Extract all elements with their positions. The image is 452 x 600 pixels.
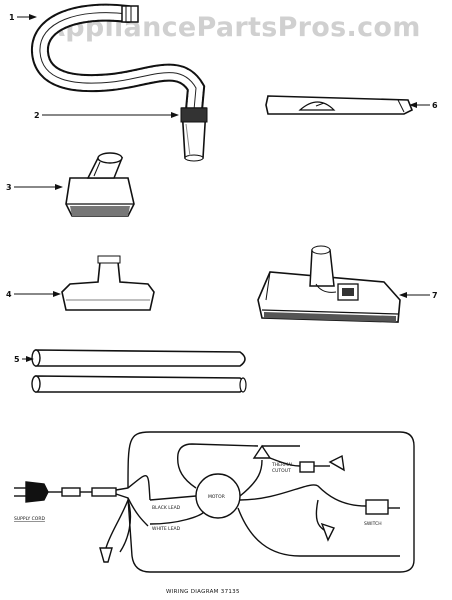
svg-text:4: 4 — [6, 290, 12, 299]
crevice-tool — [265, 95, 414, 115]
callout-1: 1 — [9, 13, 37, 22]
wiring-labels: SUPPLY CORD BLACK LEAD WHITE LEAD MOTOR … — [14, 462, 382, 595]
callout-2: 2 — [34, 111, 179, 120]
upholstery-tool — [61, 255, 155, 311]
callout-5: 5 — [14, 355, 34, 364]
svg-text:THERMAL: THERMAL — [271, 462, 294, 468]
svg-text:WHITE LEAD: WHITE LEAD — [152, 526, 181, 532]
callout-6: 6 — [409, 101, 438, 110]
svg-text:7: 7 — [432, 291, 438, 300]
svg-text:5: 5 — [14, 355, 20, 364]
svg-text:1: 1 — [9, 13, 15, 22]
hose-part — [31, 3, 208, 162]
callout-3: 3 — [6, 183, 63, 192]
svg-text:SUPPLY CORD: SUPPLY CORD — [14, 516, 45, 522]
floor-nozzle — [257, 245, 401, 323]
svg-text:3: 3 — [6, 183, 12, 192]
svg-text:SWITCH: SWITCH — [364, 521, 382, 527]
svg-text:6: 6 — [432, 101, 438, 110]
wiring-diagram — [14, 431, 415, 573]
svg-text:2: 2 — [34, 111, 40, 120]
svg-text:BLACK LEAD: BLACK LEAD — [152, 505, 181, 511]
callout-4: 4 — [6, 290, 61, 299]
plug — [14, 481, 117, 503]
svg-text:CUTOUT: CUTOUT — [272, 468, 291, 474]
extension-wands — [31, 349, 247, 393]
svg-text:MOTOR: MOTOR — [208, 494, 225, 500]
callout-7: 7 — [399, 291, 438, 300]
dusting-brush — [65, 152, 135, 217]
svg-text:WIRING DIAGRAM 37135: WIRING DIAGRAM 37135 — [166, 589, 240, 595]
